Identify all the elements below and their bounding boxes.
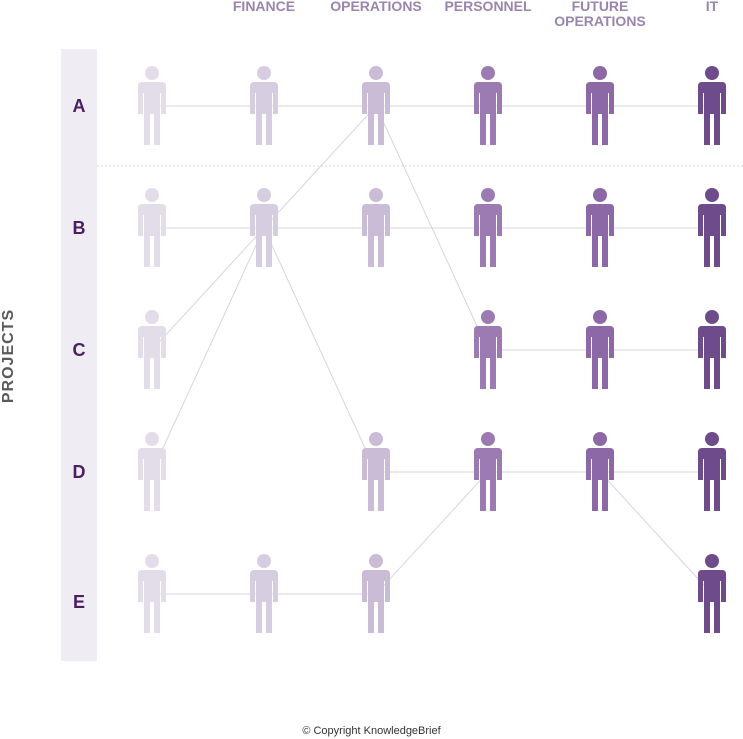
person-icon xyxy=(698,188,726,267)
link-line xyxy=(375,105,489,351)
column-header-it: IT xyxy=(705,0,719,14)
person-icon xyxy=(362,554,390,633)
row-label-band xyxy=(61,49,97,661)
row-label-e: E xyxy=(72,592,85,612)
links-layer xyxy=(151,105,713,595)
person-icon xyxy=(362,66,390,145)
person-icon xyxy=(250,554,278,633)
link-line xyxy=(263,227,377,473)
row-label-b: B xyxy=(72,218,86,238)
column-header-personnel: PERSONNEL xyxy=(444,0,532,14)
person-icon xyxy=(586,310,614,389)
person-icon xyxy=(138,66,166,145)
row-label-a: A xyxy=(72,96,86,116)
person-icon xyxy=(362,432,390,511)
link-line xyxy=(375,471,489,595)
column-header-future-operations: FUTURE OPERATIONS xyxy=(554,0,646,29)
person-icon xyxy=(586,66,614,145)
person-icon xyxy=(474,188,502,267)
person-icon xyxy=(362,188,390,267)
link-line xyxy=(151,227,265,351)
person-icon xyxy=(698,554,726,633)
column-header-operations: OPERATIONS xyxy=(330,0,422,14)
person-icon xyxy=(474,66,502,145)
person-icon xyxy=(138,554,166,633)
person-icon xyxy=(138,188,166,267)
copyright-notice: © Copyright KnowledgeBrief xyxy=(302,725,441,737)
person-icon xyxy=(474,310,502,389)
row-label-c: C xyxy=(72,340,86,360)
person-icon xyxy=(586,188,614,267)
person-icon xyxy=(250,188,278,267)
link-line xyxy=(263,105,377,229)
column-header-finance: FINANCE xyxy=(232,0,296,14)
person-icon xyxy=(698,66,726,145)
row-label-d: D xyxy=(72,462,86,482)
person-icon xyxy=(138,310,166,389)
person-icon xyxy=(250,66,278,145)
person-icon xyxy=(586,432,614,511)
person-icon xyxy=(138,432,166,511)
person-icon xyxy=(698,310,726,389)
people-layer xyxy=(138,66,726,633)
person-icon xyxy=(474,432,502,511)
person-icon xyxy=(698,432,726,511)
link-line xyxy=(599,471,713,595)
link-line xyxy=(151,227,265,473)
